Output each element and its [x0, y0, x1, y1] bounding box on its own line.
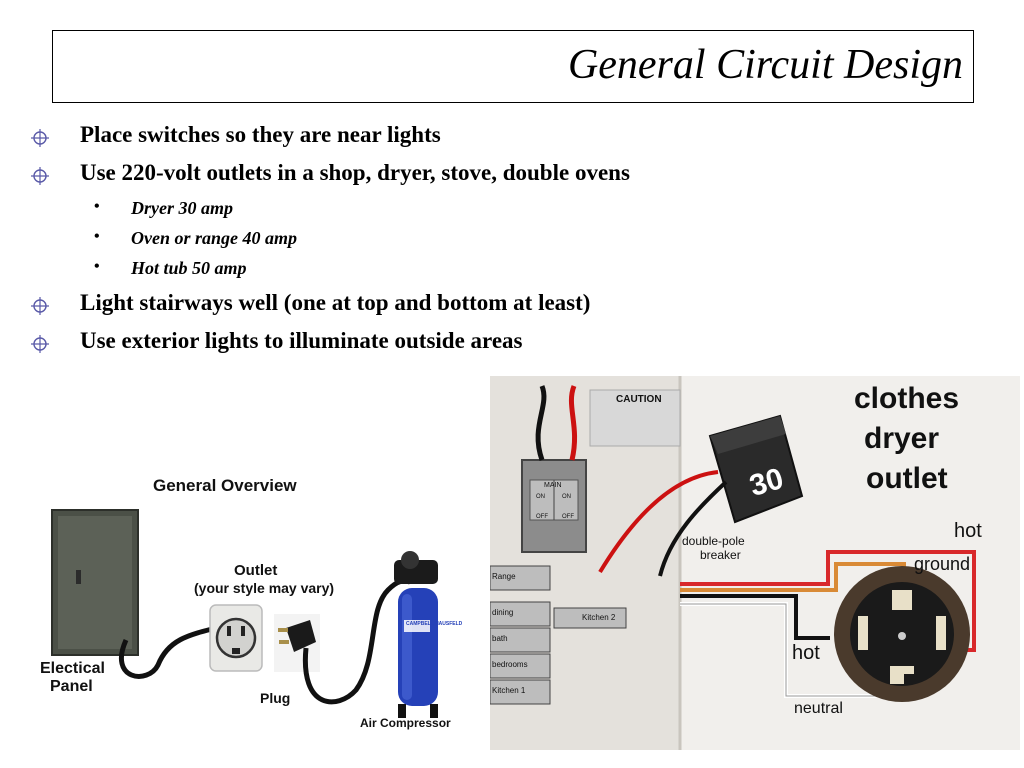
- crosshair-circle-icon: [31, 129, 49, 147]
- circuit-label-bedrooms: bedrooms: [492, 660, 528, 669]
- overview-heading: General Overview: [153, 476, 297, 495]
- bullet-dot: •: [94, 198, 100, 215]
- circuit-label-kitchen-1: Kitchen 1: [492, 686, 526, 695]
- panel-label-line2: Panel: [50, 678, 93, 695]
- panel-label-line1: Electical: [40, 660, 105, 677]
- dryer-graphic: [490, 376, 976, 750]
- bullet-dot: •: [94, 258, 100, 275]
- bullet-dot: •: [94, 228, 100, 245]
- slide-title: General Circuit Design: [567, 42, 963, 88]
- bullet-item: Use 220-volt outlets in a shop, dryer, s…: [30, 160, 930, 198]
- plug-label: Plug: [260, 690, 291, 706]
- dryer-heading-line1: clothes: [854, 382, 960, 415]
- crosshair-circle-icon: [31, 297, 49, 315]
- bullet-text: Use exterior lights to illuminate outsid…: [80, 328, 523, 353]
- sub-bullet-item: • Oven or range 40 amp: [30, 228, 930, 258]
- main-breaker-label: MAIN: [544, 482, 562, 489]
- ground-label: ground: [914, 554, 971, 574]
- sub-bullet-item: • Hot tub 50 amp: [30, 258, 930, 290]
- dryer-heading-line3: outlet: [866, 462, 948, 495]
- bullet-text: Light stairways well (one at top and bot…: [80, 290, 591, 315]
- bullet-text: Place switches so they are near lights: [80, 122, 441, 147]
- sub-bullet-item: • Dryer 30 amp: [30, 198, 930, 228]
- main-off-right: OFF: [562, 514, 574, 520]
- dryer-outlet-illustration: clothes dryer outlet CAUTION MAIN ON ON …: [490, 376, 1020, 750]
- bullet-item: Use exterior lights to illuminate outsid…: [30, 328, 930, 366]
- neutral-label: neutral: [794, 700, 843, 717]
- main-on-left: ON: [536, 494, 545, 500]
- crosshair-circle-icon: [31, 167, 49, 185]
- dryer-heading-line2: dryer: [864, 422, 940, 455]
- overview-graphic: [51, 509, 438, 718]
- bullet-item: Place switches so they are near lights: [30, 122, 930, 160]
- compressor-brand: CAMPBELL HAUSFELD: [406, 621, 463, 627]
- bullet-list: Place switches so they are near lights U…: [30, 122, 930, 366]
- caution-label: CAUTION: [616, 394, 662, 405]
- breaker-label-line2: breaker: [700, 548, 741, 562]
- breaker-label-line1: double-pole: [682, 534, 745, 548]
- circuit-label-dining: dining: [492, 608, 514, 617]
- compressor-label: Air Compressor: [360, 716, 451, 730]
- circuit-label-bath: bath: [492, 634, 508, 643]
- outlet-label: Outlet: [234, 562, 278, 579]
- bullet-item: Light stairways well (one at top and bot…: [30, 290, 930, 328]
- main-on-right: ON: [562, 494, 571, 500]
- sub-bullet-text: Hot tub 50 amp: [131, 258, 247, 278]
- main-off-left: OFF: [536, 514, 548, 520]
- title-box: General Circuit Design: [52, 30, 974, 103]
- hot-left-label: hot: [792, 642, 820, 664]
- circuit-label-kitchen-2: Kitchen 2: [582, 613, 616, 622]
- crosshair-circle-icon: [31, 335, 49, 353]
- bullet-text: Use 220-volt outlets in a shop, dryer, s…: [80, 160, 630, 185]
- sub-bullet-text: Dryer 30 amp: [131, 198, 233, 218]
- sub-bullet-text: Oven or range 40 amp: [131, 228, 297, 248]
- general-overview-illustration: General Overview Outlet (your style may …: [38, 470, 468, 740]
- hot-top-label: hot: [954, 520, 982, 542]
- outlet-note: (your style may vary): [194, 580, 335, 596]
- circuit-label-range: Range: [492, 572, 516, 581]
